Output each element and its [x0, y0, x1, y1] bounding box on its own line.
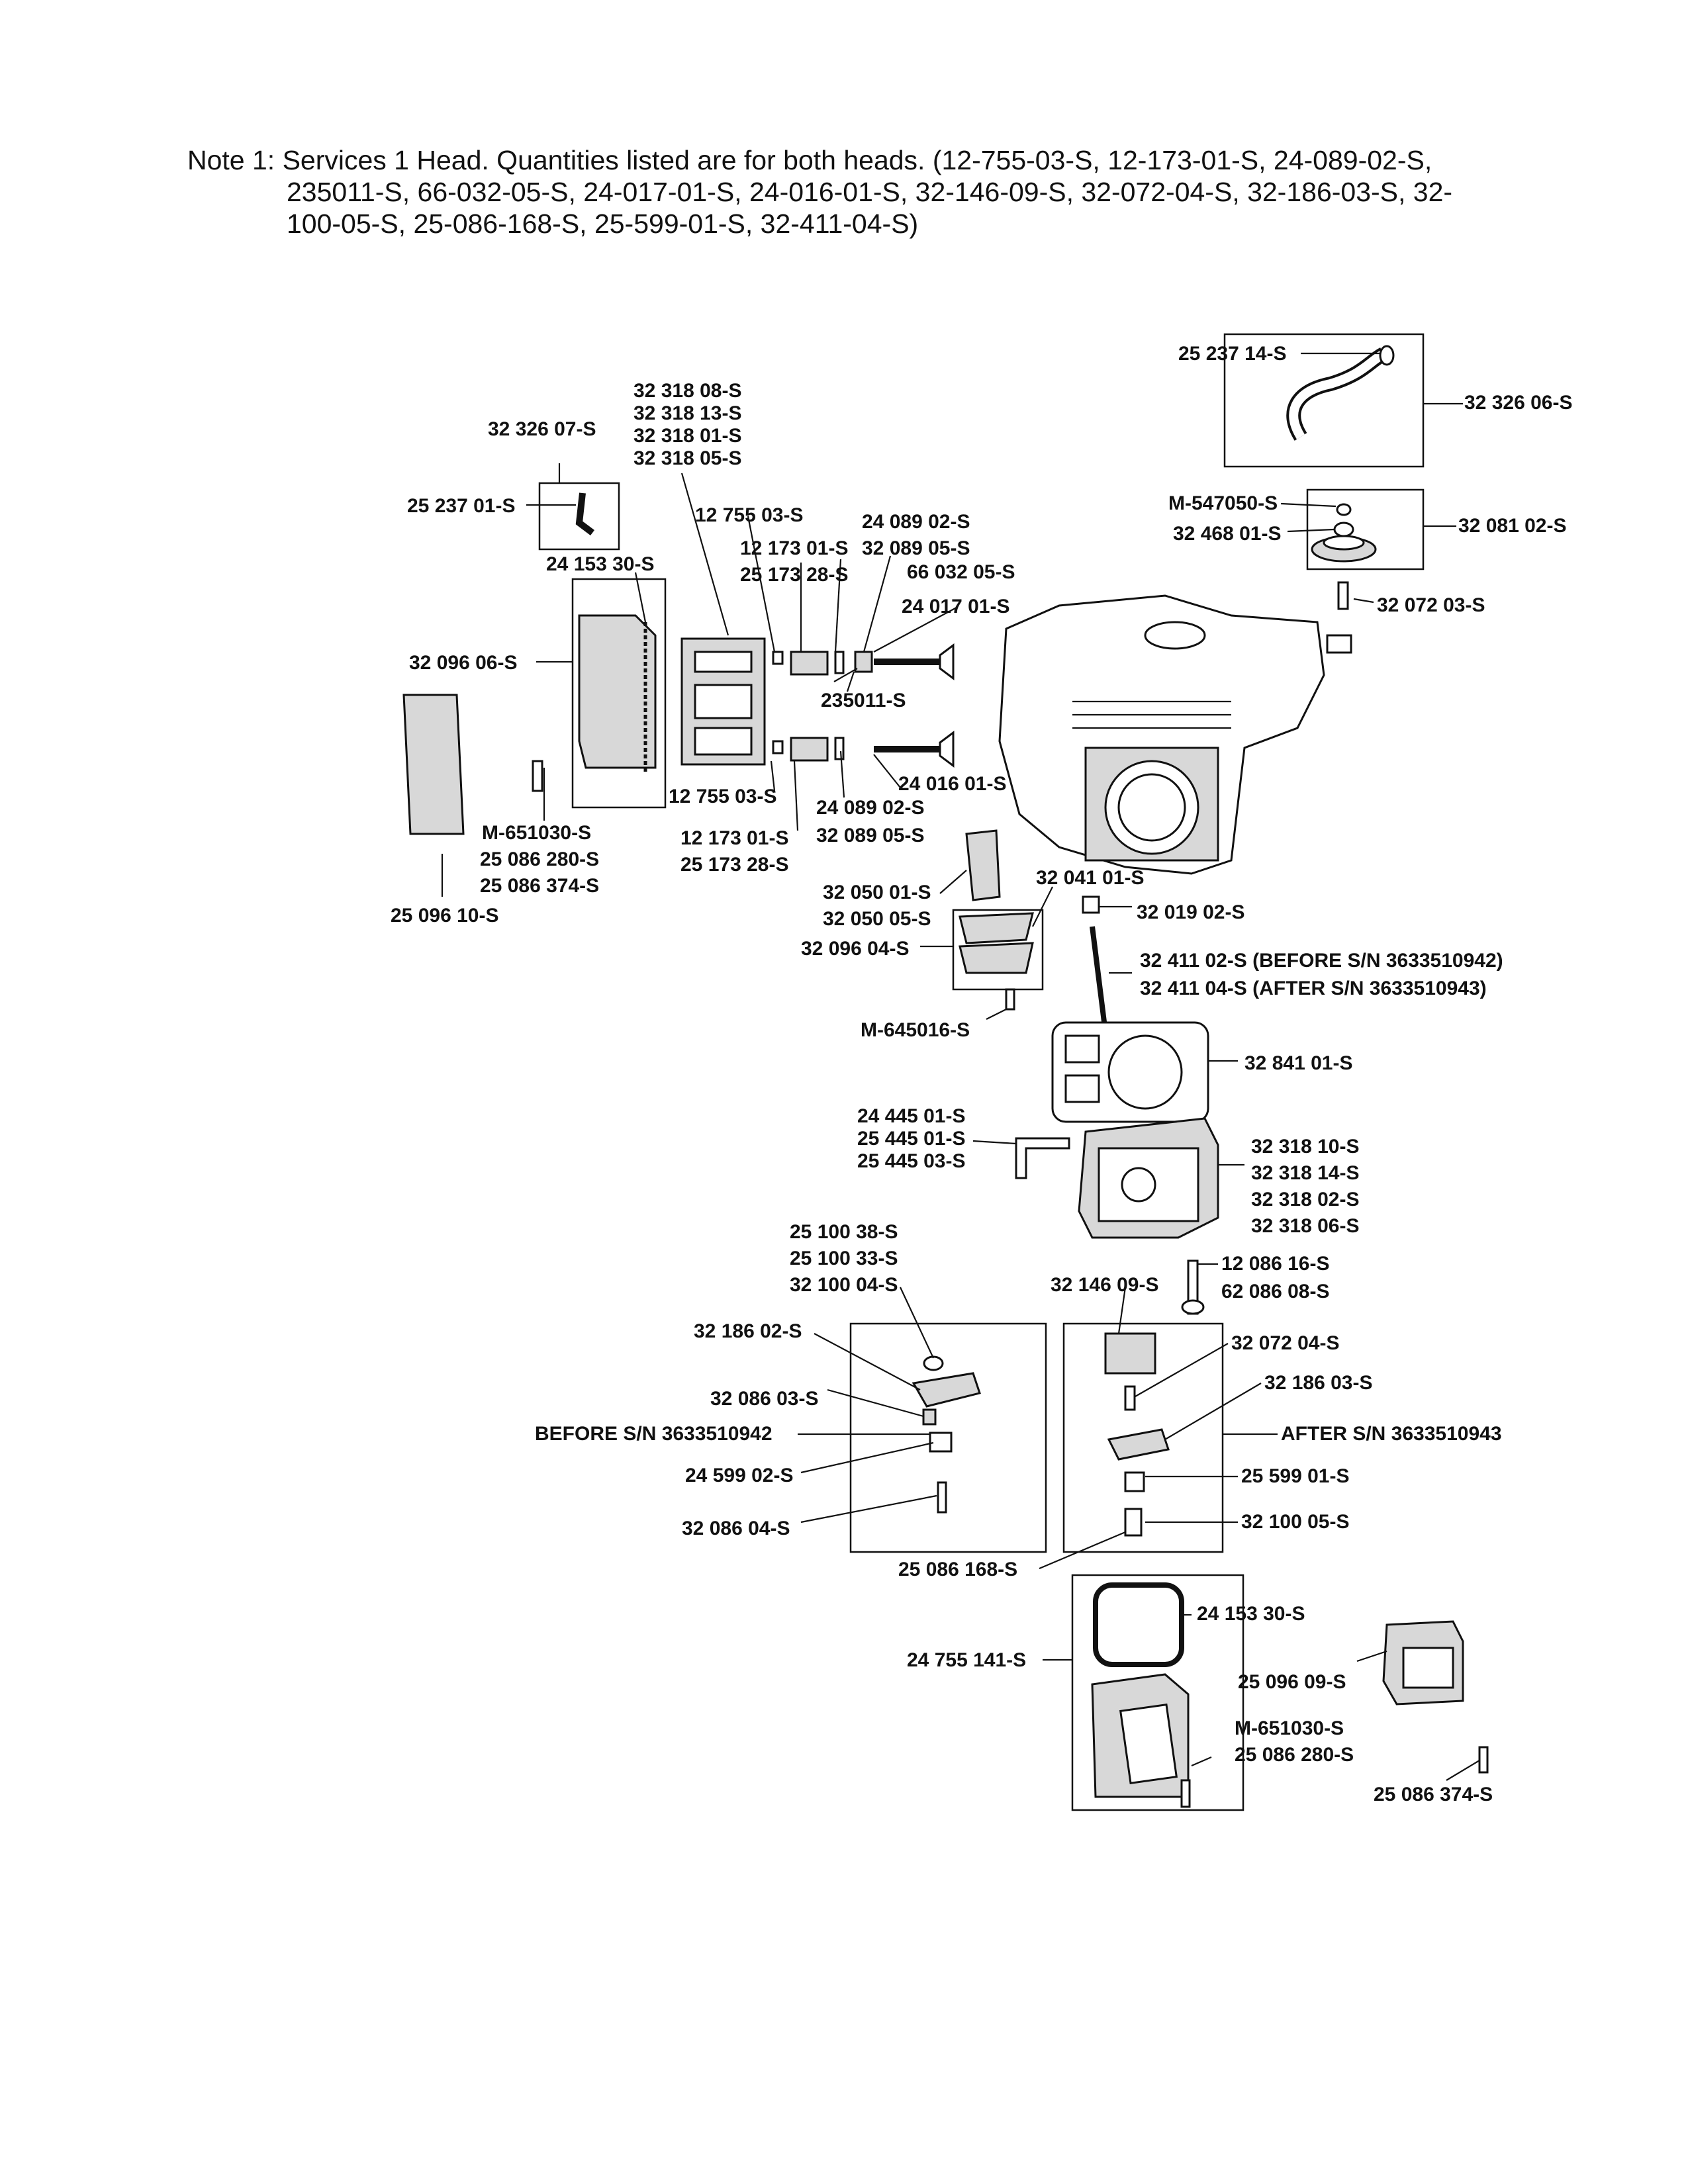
label-24153-30-bot: 24 153 30-S: [1197, 1603, 1305, 1625]
label-12173-01-top: 12 173 01-S: [740, 537, 849, 559]
label-25100-38: 25 100 38-S: [790, 1221, 898, 1243]
label-32186-02: 32 186 02-S: [694, 1320, 802, 1342]
label-24445-set: 24 445 01-S 25 445 01-S 25 445 03-S: [857, 1105, 965, 1173]
label-32081-02: 32 081 02-S: [1458, 515, 1567, 537]
rocker-after-box-icon: [1062, 1322, 1224, 1553]
label-25237-14: 25 237 14-S: [1178, 343, 1287, 365]
label-32050-05: 32 050 05-S: [823, 908, 931, 930]
engine-block-icon: [998, 594, 1325, 875]
label-32841-01: 32 841 01-S: [1244, 1052, 1353, 1074]
label-m651030-left: M-651030-S: [482, 822, 592, 844]
label-25445-01: 25 445 01-S: [857, 1128, 966, 1150]
label-32326-06: 32 326 06-S: [1464, 392, 1573, 414]
label-32100-05: 32 100 05-S: [1241, 1511, 1350, 1533]
label-25086-280-left: 25 086 280-S: [480, 848, 600, 870]
label-25086-168: 25 086 168-S: [898, 1559, 1018, 1580]
label-32411-04: 32 411 04-S (AFTER S/N 3633510943): [1140, 978, 1487, 999]
label-25086-374-left: 25 086 374-S: [480, 875, 600, 897]
label-24089-02-top: 24 089 02-S: [862, 511, 970, 533]
head-gasket-icon: [1051, 1021, 1209, 1123]
label-32089-05-bot: 32 089 05-S: [816, 825, 925, 846]
note-line-2: 235011-S, 66-032-05-S, 24-017-01-S, 24-0…: [287, 177, 1453, 207]
label-32050-01: 32 050 01-S: [823, 882, 931, 903]
label-32186-03: 32 186 03-S: [1264, 1372, 1373, 1394]
label-12173-01-bot: 12 173 01-S: [680, 827, 789, 849]
breather-hose-icon: [1223, 333, 1425, 468]
label-32318-set1: 32 318 08-S 32 318 13-S 32 318 01-S 32 3…: [633, 380, 741, 470]
label-32318-01: 32 318 01-S: [633, 425, 742, 447]
label-12086-16: 12 086 16-S: [1221, 1253, 1330, 1275]
label-32318-05: 32 318 05-S: [633, 447, 742, 469]
label-32318-08: 32 318 08-S: [633, 380, 742, 402]
label-32318-14: 32 318 14-S: [1251, 1162, 1360, 1184]
label-66032-05: 66 032 05-S: [907, 561, 1015, 583]
rocker-cover-bottom-icon: [1071, 1574, 1489, 1811]
label-32411-02: 32 411 02-S (BEFORE S/N 3633510942): [1140, 950, 1503, 972]
label-24016-01: 24 016 01-S: [898, 773, 1007, 795]
label-32318-10: 32 318 10-S: [1251, 1136, 1360, 1158]
label-12755-03-bot: 12 755 03-S: [669, 786, 777, 807]
rocker-cover-left-icon: [402, 578, 667, 835]
label-25096-09: 25 096 09-S: [1238, 1671, 1346, 1693]
cylinder-head-left-icon: [680, 637, 766, 766]
cylinder-head-icon: [1015, 1117, 1219, 1315]
label-32146-09: 32 146 09-S: [1051, 1274, 1159, 1296]
label-25237-01: 25 237 01-S: [407, 495, 516, 517]
rocker-before-box-icon: [849, 1322, 1047, 1553]
label-32089-05-top: 32 089 05-S: [862, 537, 970, 559]
label-24089-02-bot: 24 089 02-S: [816, 797, 925, 819]
label-m547050: M-547050-S: [1168, 492, 1278, 514]
valve-assembly-icon: [772, 643, 955, 768]
label-24599-02: 24 599 02-S: [685, 1465, 794, 1486]
label-32318-set2: 32 318 10-S 32 318 14-S 32 318 02-S 32 3…: [1251, 1134, 1359, 1240]
label-32041-01: 32 041 01-S: [1036, 867, 1145, 889]
label-32096-06: 32 096 06-S: [409, 652, 518, 674]
label-32072-03: 32 072 03-S: [1377, 594, 1485, 616]
label-32072-04: 32 072 04-S: [1231, 1332, 1340, 1354]
label-25173-28-bot: 25 173 28-S: [680, 854, 789, 876]
label-32468-01: 32 468 01-S: [1173, 523, 1282, 545]
label-32086-04: 32 086 04-S: [682, 1518, 790, 1539]
label-24755-141: 24 755 141-S: [907, 1649, 1027, 1671]
label-25086-374-bot: 25 086 374-S: [1374, 1784, 1493, 1805]
label-32318-06: 32 318 06-S: [1251, 1215, 1360, 1237]
label-24153-30-left: 24 153 30-S: [546, 553, 655, 575]
label-before-sn: BEFORE S/N 3633510942: [535, 1423, 773, 1445]
label-32318-02: 32 318 02-S: [1251, 1189, 1360, 1210]
note-1: Note 1: Services 1 Head. Quantities list…: [187, 144, 1511, 240]
push-rod-guide-icon: [952, 829, 1108, 1033]
label-24445-01: 24 445 01-S: [857, 1105, 966, 1127]
label-24017-01: 24 017 01-S: [902, 596, 1010, 617]
label-32100-04: 32 100 04-S: [790, 1274, 898, 1296]
label-32096-04: 32 096 04-S: [801, 938, 910, 960]
label-m651030-bot: M-651030-S: [1235, 1717, 1344, 1739]
label-32318-13: 32 318 13-S: [633, 402, 742, 424]
label-25100-33: 25 100 33-S: [790, 1248, 898, 1269]
label-m645016: M-645016-S: [861, 1019, 970, 1041]
label-after-sn: AFTER S/N 3633510943: [1281, 1423, 1502, 1445]
note-line-3: 100-05-S, 25-086-168-S, 25-599-01-S, 32-…: [287, 208, 919, 239]
label-12755-03-top: 12 755 03-S: [695, 504, 804, 526]
note-line-1: Note 1: Services 1 Head. Quantities list…: [187, 145, 1432, 175]
label-25100-set: 25 100 38-S 25 100 33-S 32 100 04-S: [790, 1219, 898, 1298]
label-25086-280-bot: 25 086 280-S: [1235, 1744, 1354, 1766]
label-25173-28-top: 25 173 28-S: [740, 564, 849, 586]
label-32019-02: 32 019 02-S: [1137, 901, 1245, 923]
label-32086-03: 32 086 03-S: [710, 1388, 819, 1410]
breather-cover-icon: [1306, 488, 1425, 654]
label-235011: 235011-S: [821, 690, 906, 711]
label-25096-10: 25 096 10-S: [391, 905, 499, 927]
label-25599-01: 25 599 01-S: [1241, 1465, 1350, 1487]
leader-lines: [441, 352, 1480, 1781]
label-25445-03: 25 445 03-S: [857, 1150, 966, 1172]
label-32326-07: 32 326 07-S: [488, 418, 596, 440]
label-62086-08: 62 086 08-S: [1221, 1281, 1330, 1302]
